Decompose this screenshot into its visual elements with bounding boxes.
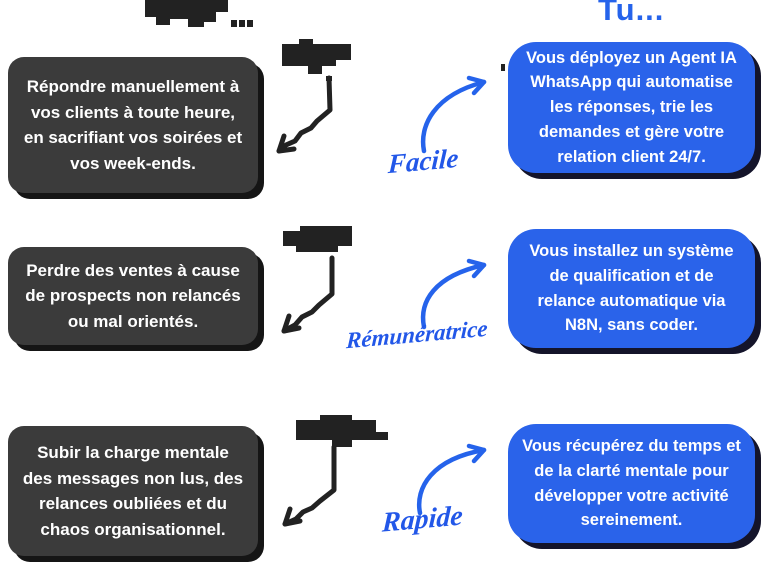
pain-point-card-1: Répondre manuellement à vos clients à to… [8,57,258,193]
pain-point-card-3: Subir la charge mentale des messages non… [8,426,258,556]
redacted-left-title-blob [145,0,253,27]
solution-text-3: Vous récupérez du temps et de la clarté … [522,437,741,530]
curved-arrow-up-icon-row1 [420,75,487,154]
curved-arrow-up-icon-row3 [416,443,487,516]
right-column-title: Tu... [598,0,665,27]
solution-card-3: Vous récupérez du temps et de la clarté … [508,424,755,543]
solution-text-2: Vous installez un système de qualificati… [529,242,734,335]
squiggle-arrow-down-icon-row1 [276,75,333,154]
squiggle-arrow-down-icon-row2 [281,255,335,334]
pain-point-text-2: Perdre des ventes à cause de prospects n… [25,260,241,331]
squiggle-arrow-down-icon-row3 [282,444,337,527]
redacted-word-blob-row2 [283,226,352,252]
pain-point-text-3: Subir la charge mentale des messages non… [22,443,244,539]
pain-point-text-1: Répondre manuellement à vos clients à to… [23,77,243,173]
solution-text-1: Vous déployez un Agent IA WhatsApp qui a… [526,48,737,166]
pain-point-card-2: Perdre des ventes à cause de prospects n… [8,247,258,345]
redacted-word-blob-row3 [296,415,388,447]
curved-arrow-up-icon-row2 [420,258,487,330]
redacted-word-blob-row1 [282,39,351,81]
benefit-word-1: Facile [387,142,460,180]
ink-dot [501,64,505,71]
solution-card-2: Vous installez un système de qualificati… [508,229,755,348]
solution-card-1: Vous déployez un Agent IA WhatsApp qui a… [508,42,755,173]
